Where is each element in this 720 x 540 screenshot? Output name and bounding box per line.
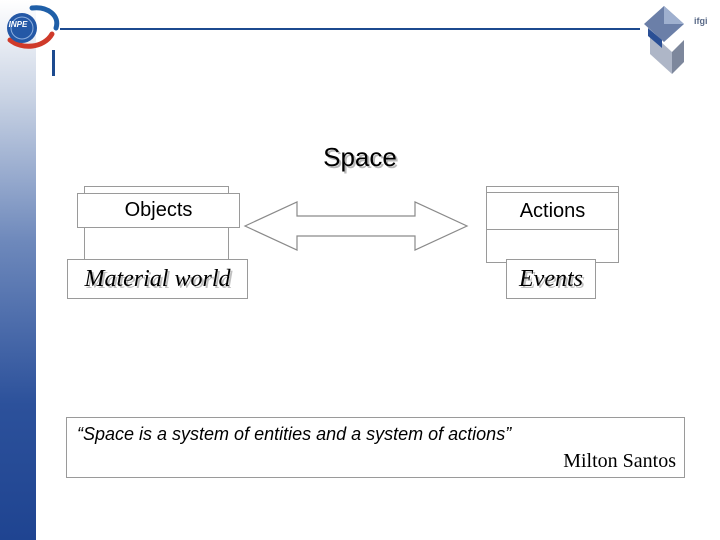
objects-box: Objects — [77, 193, 240, 228]
quote-author: Milton Santos — [563, 450, 676, 472]
quote-text: “Space is a system of entities and a sys… — [77, 424, 512, 444]
ifgi-logo-icon — [644, 6, 684, 74]
actions-label: Actions — [519, 199, 586, 222]
inpe-logo-icon — [7, 5, 60, 49]
inpe-logo-text: INPE — [8, 20, 28, 29]
material-world-box: Material world — [67, 259, 248, 299]
header-tick — [52, 50, 55, 76]
objects-label: Objects — [124, 199, 193, 221]
events-box: Events — [506, 259, 596, 299]
ifgi-logo-text: ifgi — [694, 16, 708, 26]
material-world-label: Material world — [84, 265, 231, 292]
actions-box: Actions — [486, 192, 619, 230]
sidebar-gradient — [0, 0, 36, 540]
header-line — [60, 28, 640, 30]
events-label: Events — [519, 265, 583, 292]
quote-box: “Space is a system of entities and a sys… — [66, 417, 685, 478]
diagram-title: Space — [323, 142, 397, 172]
double-arrow-icon — [243, 201, 469, 251]
